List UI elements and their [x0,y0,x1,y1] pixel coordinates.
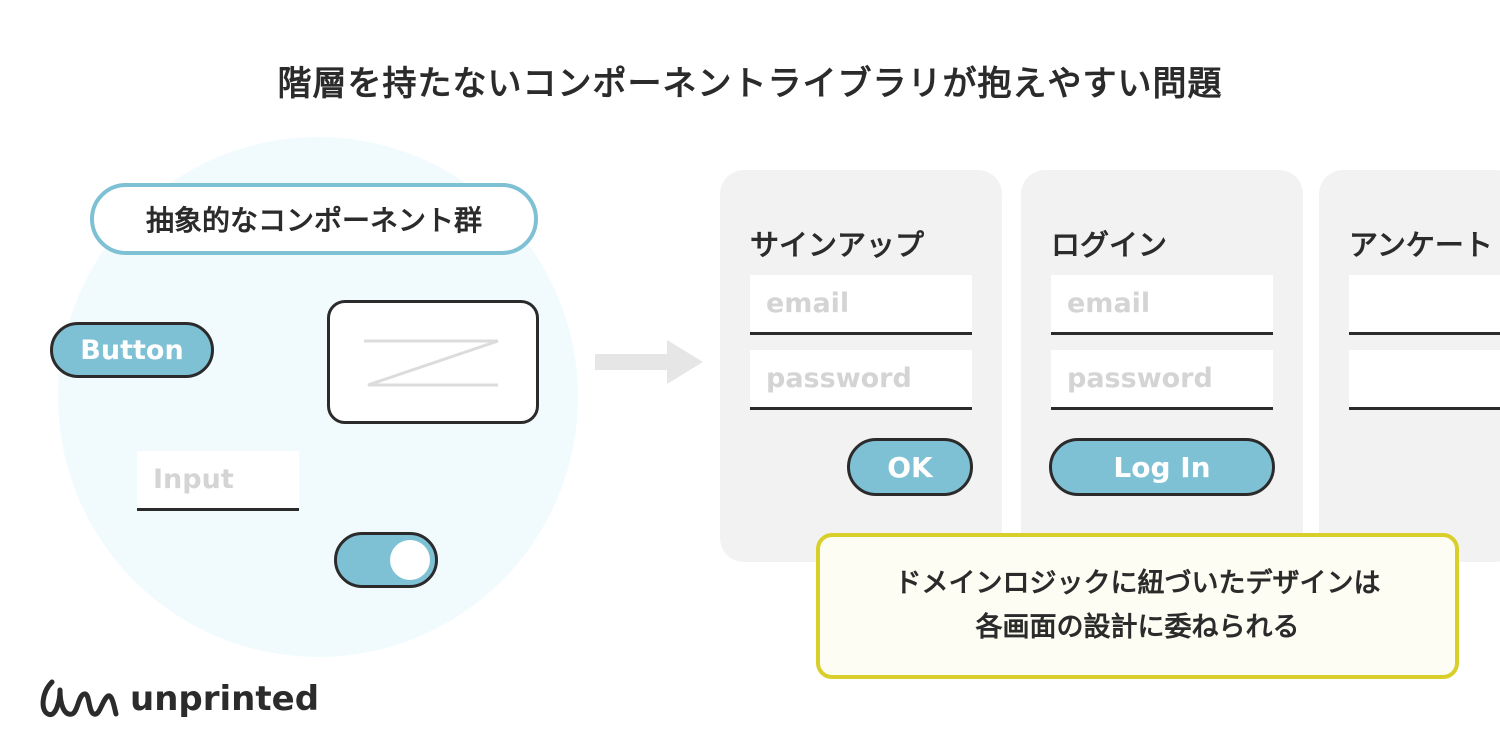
note-line-2: 各画面の設計に委ねられる [975,612,1300,643]
signup-ok-label: OK [887,450,933,484]
login-title: ログイン [1051,228,1168,262]
image-placeholder [327,300,539,424]
login-screen: ログイン email password Log In [1021,170,1303,562]
signup-title: サインアップ [750,228,925,262]
note-line-1: ドメインロジックに紐づいたデザインは [894,568,1381,599]
note-box: ドメインロジックに紐づいたデザインは 各画面の設計に委ねられる [816,533,1459,679]
sample-input[interactable]: Input [137,451,299,511]
sample-button-label: Button [80,334,184,366]
signup-password-field[interactable]: password [750,350,972,410]
sample-toggle[interactable] [334,532,438,588]
image-placeholder-icon [364,339,499,387]
sample-input-placeholder: Input [153,464,234,495]
logo-text: unprinted [130,679,320,719]
sample-button[interactable]: Button [50,322,214,378]
page-title: 階層を持たないコンポーネントライブラリが抱えやすい問題 [277,64,1223,104]
login-email-placeholder: email [1067,288,1151,319]
abstract-group-label-text: 抽象的なコンポーネント群 [145,204,482,237]
abstract-group-label: 抽象的なコンポーネント群 [90,183,538,255]
login-password-field[interactable]: password [1051,350,1273,410]
signup-ok-button[interactable]: OK [847,438,973,496]
signature-icon [40,679,119,717]
toggle-knob [390,540,430,580]
signup-email-placeholder: email [766,288,850,319]
login-email-field[interactable]: email [1051,275,1273,335]
survey-screen: アンケート [1319,170,1500,562]
signup-screen: サインアップ email password OK [720,170,1002,562]
survey-field-1[interactable] [1349,275,1500,335]
login-button-label: Log In [1113,450,1211,484]
signup-password-placeholder: password [766,363,912,394]
login-password-placeholder: password [1067,363,1213,394]
survey-title: アンケート [1349,228,1493,262]
login-button[interactable]: Log In [1049,438,1275,496]
survey-field-2[interactable] [1349,350,1500,410]
arrow-right-icon [595,340,703,384]
unprinted-logo: unprinted [38,676,319,722]
signup-email-field[interactable]: email [750,275,972,335]
